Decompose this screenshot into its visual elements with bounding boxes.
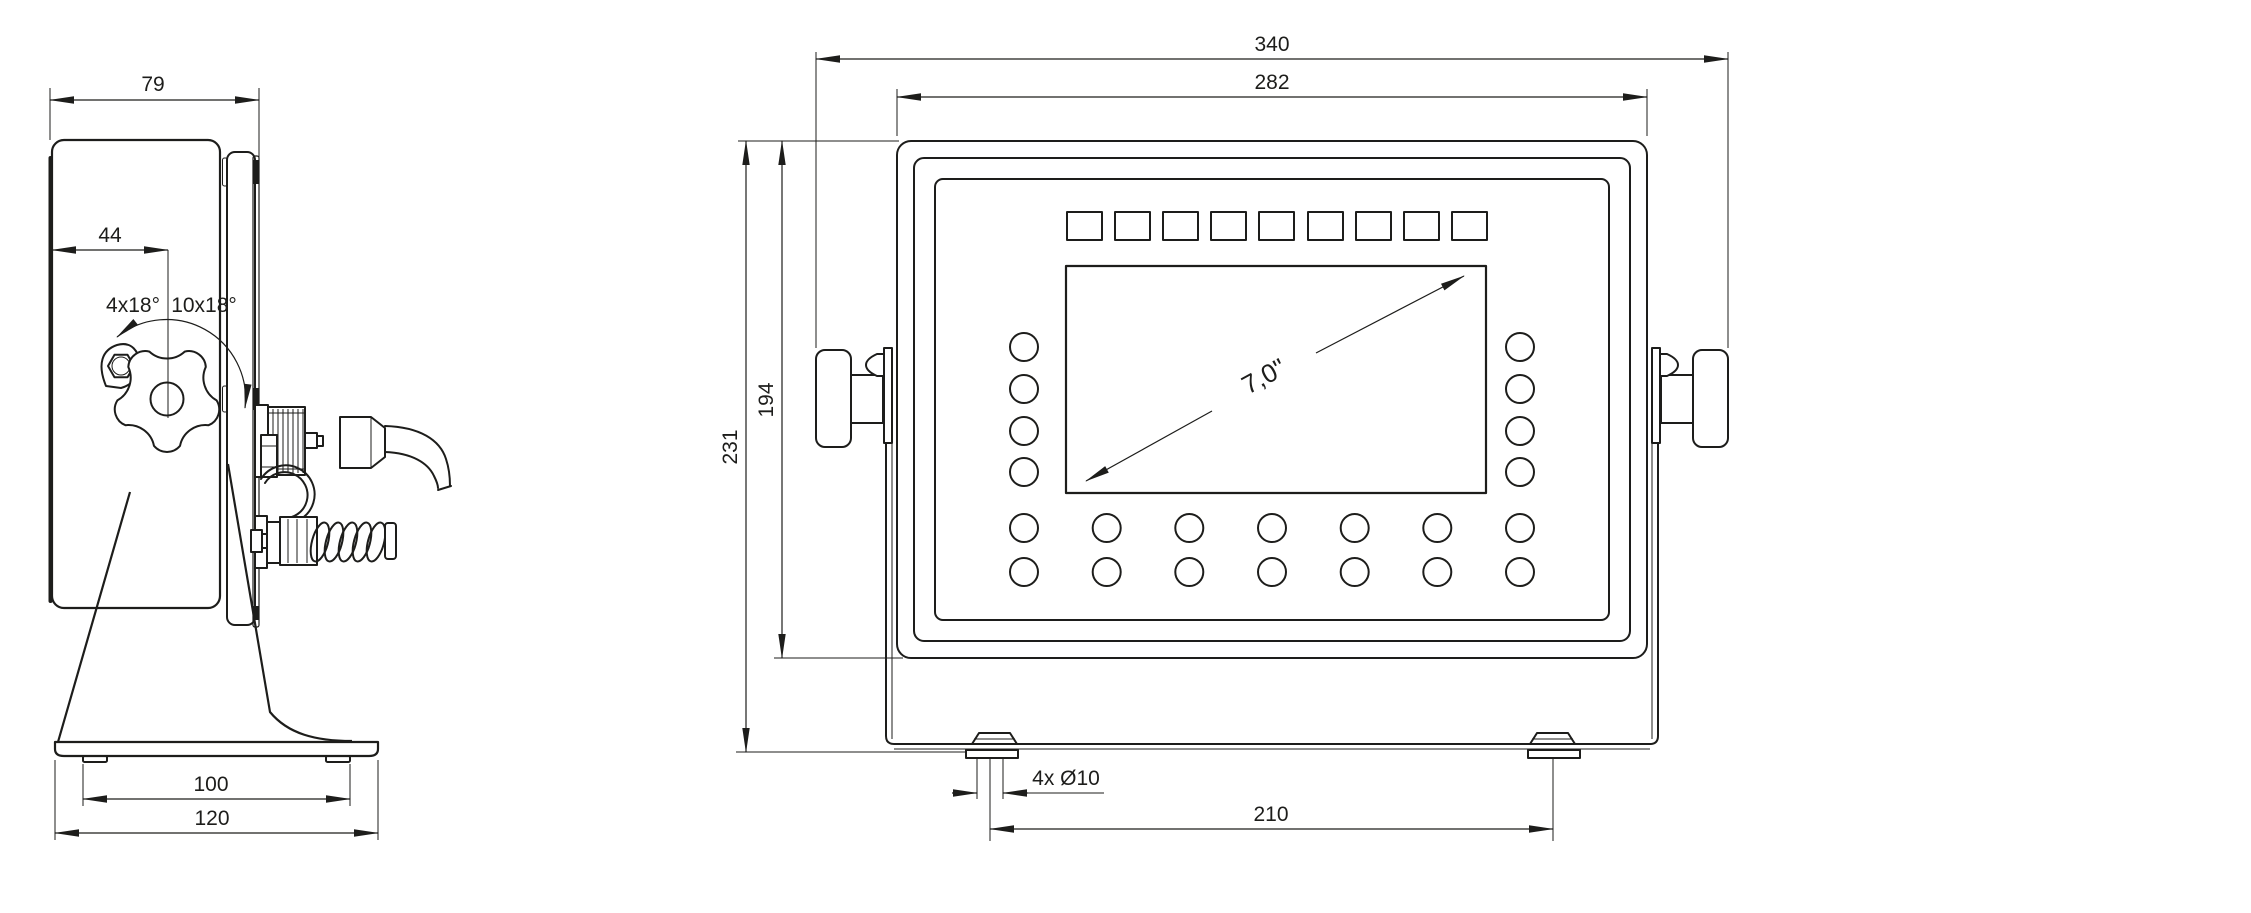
round-key (1339, 513, 1370, 543)
function-key (1355, 211, 1392, 241)
dim-width-282: 282 (896, 71, 1648, 136)
function-key (1114, 211, 1151, 241)
function-key (1403, 211, 1440, 241)
front-panel (934, 178, 1610, 621)
left-knob (815, 349, 852, 448)
dim-hole-spacing-label: 210 (1253, 803, 1288, 826)
dim-base-width-label: 120 (194, 807, 229, 830)
round-key (1009, 513, 1039, 543)
left-knob-assembly (815, 347, 893, 448)
desk-stand (53, 463, 380, 763)
tilt-knob (100, 250, 221, 453)
dim-height-194: 194 (755, 140, 903, 659)
rear-connectors (250, 404, 452, 569)
front-housing (896, 140, 1648, 659)
knob-hub (149, 381, 185, 417)
right-soft-keys (1505, 332, 1535, 487)
round-key (1009, 332, 1039, 362)
mount-holes-label: 4x Ø10 (1032, 767, 1100, 790)
bracket-foot (965, 749, 1019, 759)
rear-housing (226, 151, 256, 626)
stand-foot (82, 755, 108, 763)
dim-knob-offset-44: 44 (51, 224, 169, 254)
round-key (1505, 457, 1535, 487)
gland-body (339, 416, 386, 469)
round-key (1505, 374, 1535, 404)
dim-height-231: 231 (719, 140, 966, 753)
front-view: 340 282 231 194 (719, 33, 1729, 841)
function-key (1451, 211, 1488, 241)
round-key (1009, 557, 1039, 587)
dim-foot-spacing-100: 100 (82, 764, 351, 806)
round-key (1009, 416, 1039, 446)
round-key (1422, 557, 1453, 587)
round-key (1422, 513, 1453, 543)
dim-knob-offset-label: 44 (98, 224, 122, 247)
bezel-outer (896, 140, 1648, 659)
round-key (1505, 416, 1535, 446)
cable-gland-connector (254, 404, 452, 491)
function-key (1307, 211, 1344, 241)
dim-depth-label: 79 (141, 73, 164, 96)
dim-width-340: 340 (815, 33, 1729, 348)
round-key (1174, 557, 1205, 587)
function-key-row (1066, 211, 1488, 241)
round-key (1505, 557, 1535, 587)
right-knob (1692, 349, 1729, 448)
dim-mount-holes: 4x Ø10 (952, 757, 1554, 841)
stand-foot (325, 755, 351, 763)
function-key (1162, 211, 1199, 241)
dim-height-body-label: 194 (755, 382, 778, 417)
round-key (1505, 513, 1535, 543)
dim-hole-spacing-210: 210 (989, 803, 1554, 833)
lower-keypad (1009, 513, 1535, 587)
round-key (1257, 557, 1287, 587)
strain-relief-spring (309, 521, 397, 563)
round-key (1505, 332, 1535, 362)
dim-width-total-label: 340 (1254, 33, 1289, 56)
left-hinge-plate (883, 347, 893, 444)
right-hinge-plate (1651, 347, 1661, 444)
function-key (1210, 211, 1247, 241)
right-knob-shaft (1660, 374, 1694, 424)
bezel-mid (913, 157, 1631, 642)
coiled-cable-connector (250, 515, 397, 569)
stand-base (53, 740, 380, 758)
left-soft-keys (1009, 332, 1039, 487)
tilt-range: 4x18° 10x18° (106, 294, 252, 409)
power-cable (384, 425, 451, 487)
dim-base-width-120: 120 (54, 760, 379, 840)
side-view: 79 44 (48, 73, 452, 840)
tilt-back-label: 10x18° (171, 294, 237, 317)
round-key (1091, 513, 1122, 543)
bracket-foot (1527, 749, 1581, 759)
right-knob-assembly (1651, 347, 1729, 448)
mounting-bracket (885, 442, 1659, 759)
round-key (1091, 557, 1122, 587)
left-knob-shaft (850, 374, 884, 424)
round-key (1174, 513, 1205, 543)
function-key (1066, 211, 1103, 241)
dim-width-body-label: 282 (1254, 71, 1289, 94)
round-key (1257, 513, 1287, 543)
left-hinge-bolt (865, 353, 885, 377)
tilt-front-label: 4x18° (106, 294, 160, 317)
round-key (1009, 374, 1039, 404)
dim-height-total-label: 231 (719, 429, 742, 464)
dim-depth-79: 79 (49, 73, 260, 158)
dim-foot-spacing-label: 100 (193, 773, 228, 796)
round-key (1009, 457, 1039, 487)
round-key (1339, 557, 1370, 587)
right-hinge-bolt (1659, 353, 1679, 377)
function-key (1258, 211, 1295, 241)
